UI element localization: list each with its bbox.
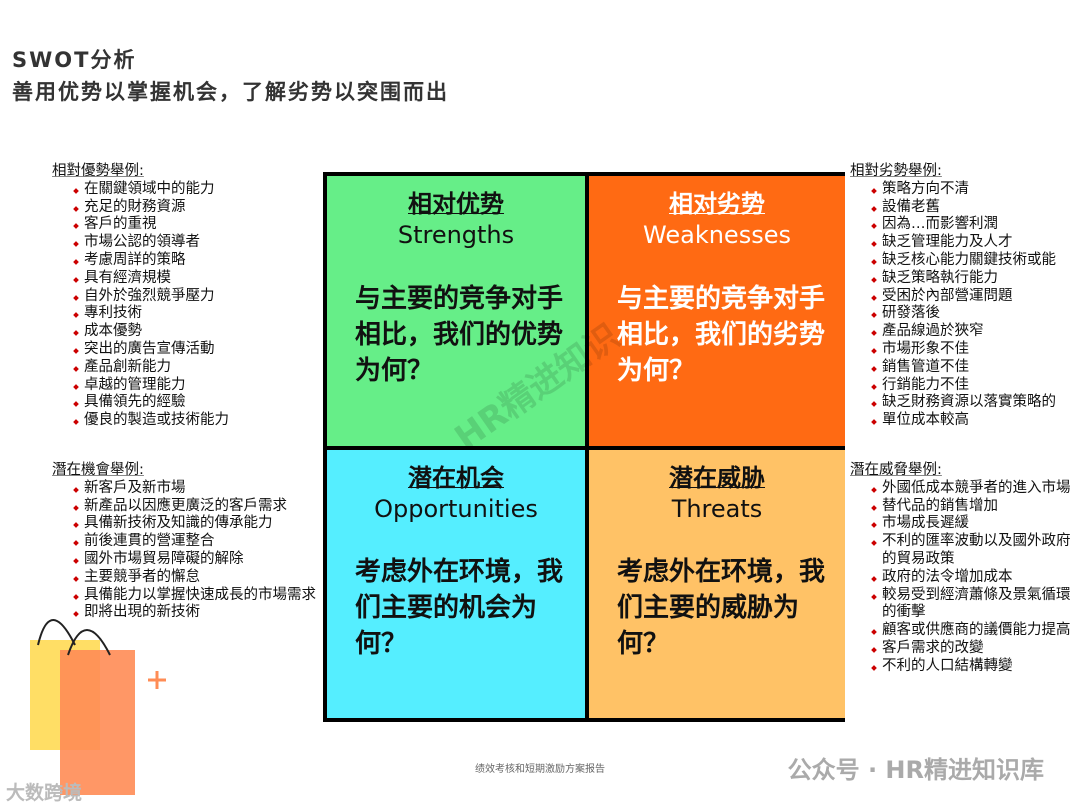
list-item: 成本優勢	[74, 323, 322, 341]
watermark-wechat: 公众号 · HR精进知识库	[787, 756, 1044, 784]
quadrant-title-en: Strengths	[397, 221, 515, 249]
list-item: 客戶的重視	[74, 216, 322, 234]
quadrant-opportunities: 潜在机会 Opportunities 考虑外在环境，我们主要的机会为何？	[327, 450, 585, 718]
list-item: 產品創新能力	[74, 359, 322, 377]
list-item: 具備新技術及知識的傳承能力	[74, 515, 322, 533]
list-item: 外國低成本競爭者的進入市場	[872, 480, 1080, 498]
page-title: SWOT分析	[12, 48, 137, 72]
list-item: 卓越的管理能力	[74, 377, 322, 395]
threats-examples: 潛在威脅舉例: 外國低成本競爭者的進入市場替代品的銷售增加市場成長遲緩不利的匯率波…	[850, 462, 1080, 676]
list-item: 市場形象不佳	[872, 341, 1080, 359]
footer-text: 绩效考核和短期激励方案报告	[475, 764, 605, 775]
page-subtitle: 善用优势以掌握机会，了解劣势以突围而出	[12, 80, 449, 104]
list-item: 替代品的銷售增加	[872, 498, 1080, 516]
list-item: 充足的財務資源	[74, 199, 322, 217]
list-heading: 相對劣勢舉例:	[850, 163, 942, 179]
swot-grid: 相对优势 Strengths 与主要的竞争对手相比，我们的优势为何？ 相对劣势 …	[323, 172, 845, 722]
quadrant-strengths: 相对优势 Strengths 与主要的竞争对手相比，我们的优势为何？	[327, 176, 585, 446]
quadrant-question: 与主要的竞争对手相比，我们的优势为何？	[355, 284, 564, 386]
list-item: 新產品以因應更廣泛的客戶需求	[74, 498, 322, 516]
quadrant-question: 考虑外在环境，我们主要的威胁为何？	[617, 557, 826, 659]
quadrant-title-en: Opportunities	[374, 495, 538, 523]
list-item: 銷售管道不佳	[872, 359, 1080, 377]
list-item: 顧客或供應商的議價能力提高	[872, 622, 1080, 640]
list-item: 客戶需求的改變	[872, 640, 1080, 658]
list-item: 前後連貫的營運整合	[74, 533, 322, 551]
quadrant-title-en: Weaknesses	[643, 221, 791, 249]
quadrant-weaknesses: 相对劣势 Weaknesses 与主要的竞争对手相比，我们的劣势为何？	[589, 176, 845, 446]
quadrant-title-cn: 潜在威胁	[669, 464, 765, 492]
list-item: 市場成長遲緩	[872, 515, 1080, 533]
strengths-examples: 相對優勢舉例: 在關鍵領域中的能力充足的財務資源客戶的重視市場公認的領導者考慮周詳…	[52, 163, 322, 430]
list-item: 市場公認的領導者	[74, 234, 322, 252]
list-item: 具備能力以掌握快速成長的市場需求	[74, 587, 322, 605]
list-item: 單位成本較高	[872, 412, 1080, 430]
opportunities-examples: 潛在機會舉例: 新客戶及新市場新產品以因應更廣泛的客戶需求具備新技術及知識的傳承能…	[52, 462, 322, 622]
watermark-left: 大数跨境	[6, 782, 83, 804]
list-item: 較易受到經濟蕭條及景氣循環的衝擊	[872, 587, 1080, 623]
weaknesses-examples: 相對劣勢舉例: 策略方向不清設備老舊因為…而影響利潤缺乏管理能力及人才缺乏核心能力…	[850, 163, 1080, 430]
list-item: 產品線過於狹窄	[872, 323, 1080, 341]
list-item: 具有經濟規模	[74, 270, 322, 288]
list-item: 不利的人口結構轉變	[872, 658, 1080, 676]
shopping-bag-icon	[30, 619, 166, 795]
list-item: 設備老舊	[872, 199, 1080, 217]
list-item: 主要競爭者的懈怠	[74, 569, 322, 587]
list-heading: 潛在機會舉例:	[52, 462, 144, 478]
list-item: 策略方向不清	[872, 181, 1080, 199]
quadrant-question: 考虑外在环境，我们主要的机会为何？	[355, 557, 564, 659]
quadrant-title-cn: 潜在机会	[408, 464, 504, 492]
quadrant-title-cn: 相对优势	[408, 190, 504, 218]
quadrant-question: 与主要的竞争对手相比，我们的劣势为何？	[617, 284, 826, 386]
list-item: 缺乏核心能力關鍵技術或能	[872, 252, 1080, 270]
list-item: 不利的匯率波動以及國外政府的貿易政策	[872, 533, 1080, 569]
list-item: 在關鍵領域中的能力	[74, 181, 322, 199]
list-item: 缺乏財務資源以落實策略的	[872, 394, 1080, 412]
list-heading: 潛在威脅舉例:	[850, 462, 942, 478]
quadrant-title-en: Threats	[671, 495, 763, 523]
list-item: 政府的法令增加成本	[872, 569, 1080, 587]
list-item: 即將出現的新技術	[74, 604, 322, 622]
list-heading: 相對優勢舉例:	[52, 163, 144, 179]
list-item: 因為…而影響利潤	[872, 216, 1080, 234]
list-item: 受困於內部營運問題	[872, 288, 1080, 306]
list-item: 國外市場貿易障礙的解除	[74, 551, 322, 569]
list-item: 優良的製造或技術能力	[74, 412, 322, 430]
quadrant-threats: 潜在威胁 Threats 考虑外在环境，我们主要的威胁为何？	[589, 450, 845, 718]
list-item: 考慮周詳的策略	[74, 252, 322, 270]
list-item: 新客戶及新市場	[74, 480, 322, 498]
list-item: 缺乏管理能力及人才	[872, 234, 1080, 252]
list-item: 研發落後	[872, 305, 1080, 323]
list-item: 具備領先的經驗	[74, 394, 322, 412]
list-item: 突出的廣告宣傳活動	[74, 341, 322, 359]
list-item: 缺乏策略執行能力	[872, 270, 1080, 288]
quadrant-title-cn: 相对劣势	[669, 190, 765, 218]
list-item: 自外於強烈競爭壓力	[74, 288, 322, 306]
list-item: 專利技術	[74, 305, 322, 323]
list-item: 行銷能力不佳	[872, 377, 1080, 395]
